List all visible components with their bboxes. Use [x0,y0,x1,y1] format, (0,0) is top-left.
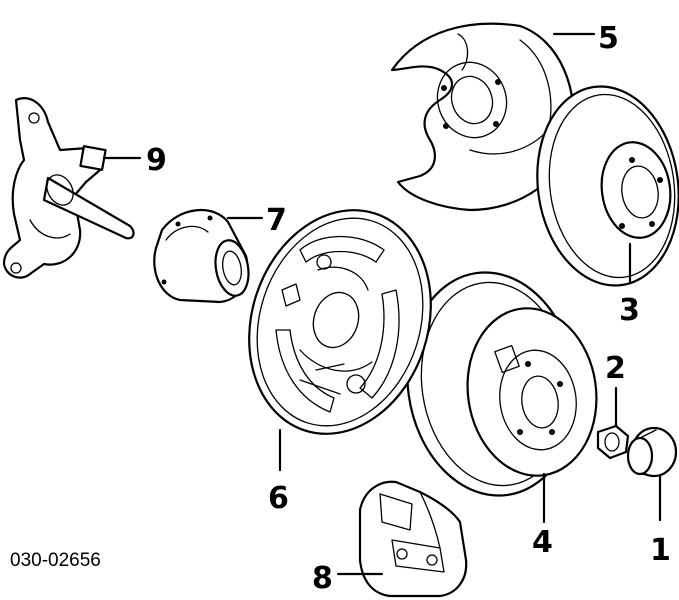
part-5-dust-shield [390,22,575,212]
callout-8: 8 [312,561,333,596]
callout-1: 1 [650,533,671,568]
callout-6: 6 [268,481,289,516]
part-6-backing-plate-assembly [248,209,432,472]
part-1-hub-cap [626,426,678,522]
callout-5: 5 [598,21,619,56]
part-8-caliper-bracket [336,480,468,598]
part-3-brake-disc [536,85,679,287]
callout-9: 9 [146,143,167,178]
part-9-knuckle-spindle [2,97,142,279]
part-7-hub-bearing [153,209,264,304]
callout-4: 4 [532,525,553,560]
part-4-brake-drum [406,271,598,497]
callout-2: 2 [605,351,626,386]
part-2-hub-nut [596,386,630,460]
callout-7: 7 [266,203,287,238]
diagram-code: 030-02656 [10,550,101,571]
callout-3: 3 [619,293,640,328]
